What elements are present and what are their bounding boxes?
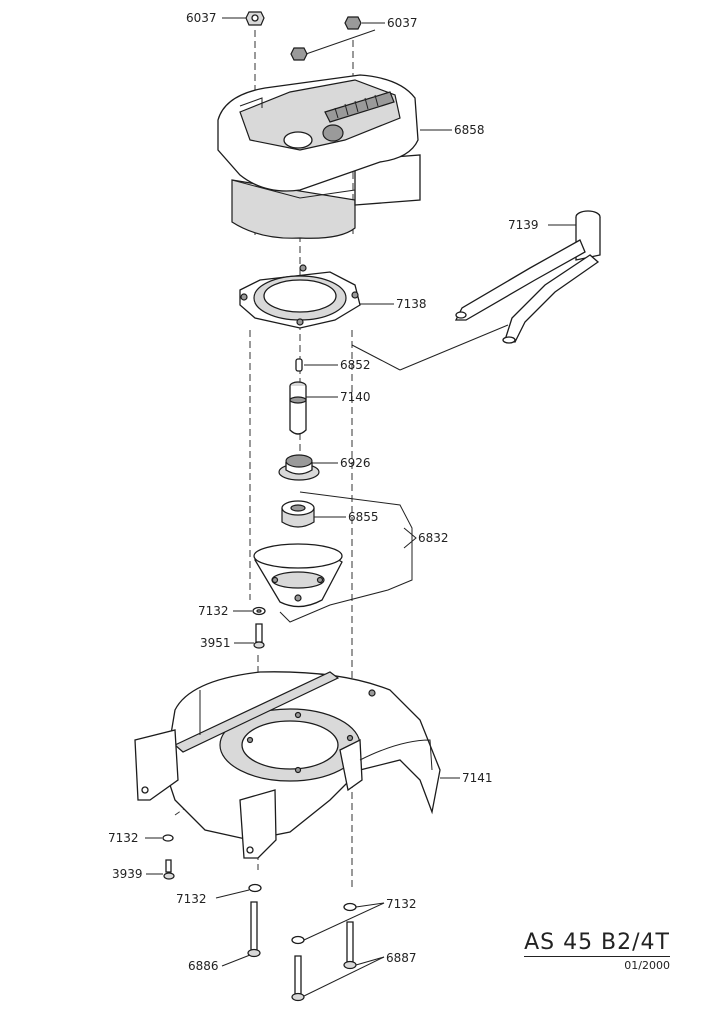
label-6858: 6858	[454, 123, 485, 137]
label-7140: 7140	[340, 390, 371, 404]
label-3939: 3939	[112, 867, 143, 881]
label-7132-lower-right: 7132	[386, 897, 417, 911]
label-7132-upper: 7132	[198, 604, 229, 618]
bolts-6887	[291, 921, 357, 1002]
deck-7141	[134, 671, 441, 859]
label-6887: 6887	[386, 951, 417, 965]
screw-3951	[253, 623, 265, 649]
gear-6926	[278, 454, 320, 481]
bearing-6855	[281, 500, 315, 528]
nut-6037-left	[245, 11, 265, 26]
nut-6037-right	[344, 16, 362, 30]
label-7141: 7141	[462, 771, 493, 785]
flange-7138	[239, 264, 361, 329]
washer-7132-lower-left	[248, 883, 262, 893]
label-6855: 6855	[348, 510, 379, 524]
engine-6858	[217, 74, 421, 239]
model-title: AS 45 B2/4T	[524, 930, 670, 957]
label-7139: 7139	[508, 218, 539, 232]
housing-6832	[253, 543, 343, 608]
key-6852	[295, 358, 303, 372]
label-6037-left: 6037	[186, 11, 217, 25]
label-6852: 6852	[340, 358, 371, 372]
model-date: 01/2000	[624, 959, 670, 972]
title-block: AS 45 B2/4T 01/2000	[500, 930, 670, 972]
label-6926: 6926	[340, 456, 371, 470]
washer-7132-left	[162, 834, 174, 842]
label-7132-lower-left: 7132	[176, 892, 207, 906]
label-6037-right: 6037	[387, 16, 418, 30]
label-6886: 6886	[188, 959, 219, 973]
leader-lines	[145, 17, 576, 997]
nut-engine-top	[290, 47, 308, 61]
bolt-6886	[247, 901, 261, 958]
label-3951: 3951	[200, 636, 231, 650]
shaft-7140	[289, 381, 307, 435]
handle-bracket-7139	[454, 210, 601, 344]
part-labels: 6037 6037 6858 7139 7138 6852 7140 6926 …	[108, 11, 539, 973]
washer-7132-lower-right	[291, 902, 357, 945]
label-7132-left: 7132	[108, 831, 139, 845]
label-6832: 6832	[418, 531, 449, 545]
group-bracket-6832	[279, 491, 417, 623]
label-7138: 7138	[396, 297, 427, 311]
washer-7132-upper	[252, 606, 266, 616]
screw-3939	[163, 859, 175, 880]
